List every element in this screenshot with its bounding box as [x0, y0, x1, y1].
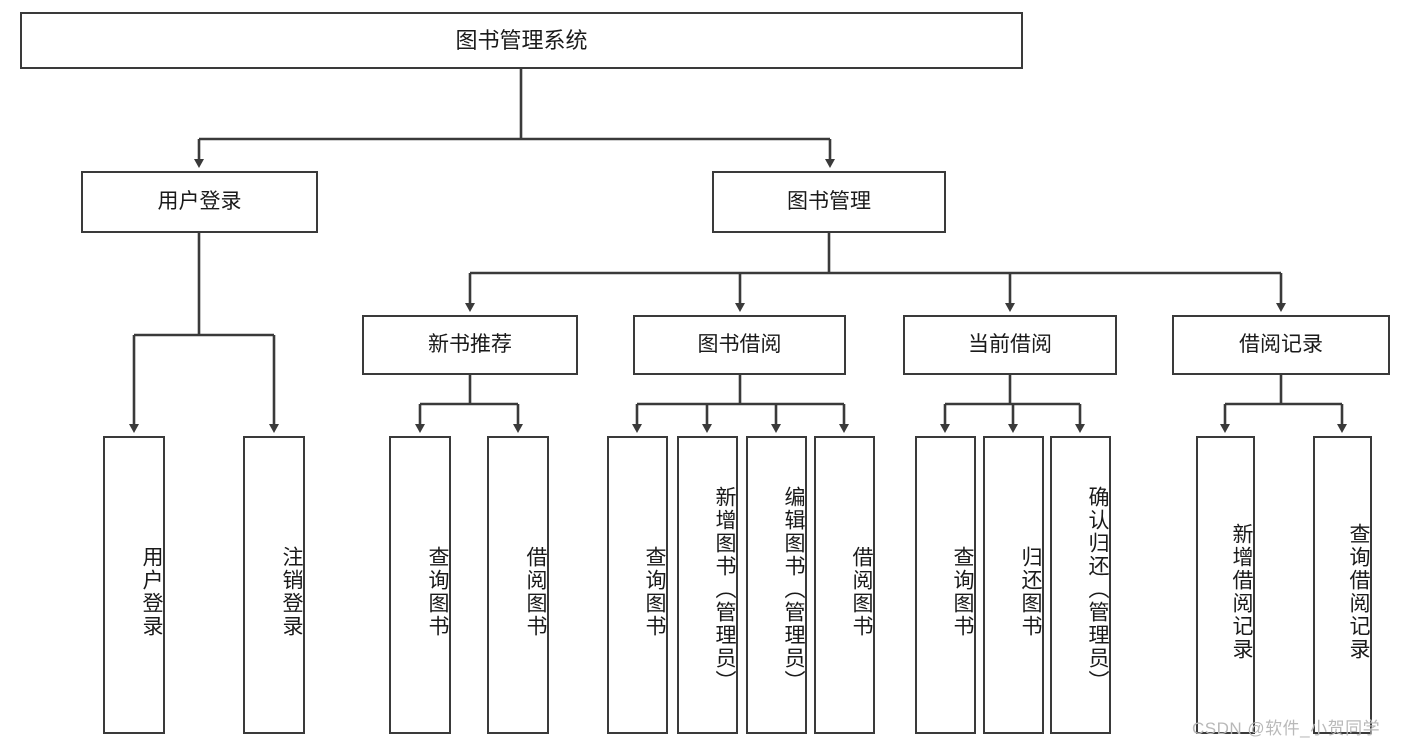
node-new-book-recommend[interactable]: 新书推荐 — [362, 315, 578, 375]
node-leaf-query-book-recommend[interactable]: 查询图书 — [389, 436, 451, 734]
node-leaf-user-login[interactable]: 用户登录 — [103, 436, 165, 734]
csdn-watermark: CSDN @软件_小贺同学 — [1192, 719, 1381, 738]
node-leaf-add-borrow-record[interactable]: 新增借阅记录 — [1196, 436, 1255, 734]
node-book-borrow[interactable]: 图书借阅 — [633, 315, 846, 375]
node-leaf-query-book-borrow[interactable]: 查询图书 — [607, 436, 668, 734]
node-leaf-add-book-admin[interactable]: 新增图书（管理员） — [677, 436, 738, 734]
node-leaf-query-book-current[interactable]: 查询图书 — [915, 436, 976, 734]
node-leaf-borrow-book-recommend[interactable]: 借阅图书 — [487, 436, 549, 734]
node-leaf-edit-book-admin[interactable]: 编辑图书（管理员） — [746, 436, 807, 734]
node-leaf-borrow-book[interactable]: 借阅图书 — [814, 436, 875, 734]
node-user-login[interactable]: 用户登录 — [81, 171, 318, 233]
node-current-borrow[interactable]: 当前借阅 — [903, 315, 1117, 375]
node-book-manage[interactable]: 图书管理 — [712, 171, 946, 233]
node-borrow-record[interactable]: 借阅记录 — [1172, 315, 1390, 375]
node-leaf-return-book[interactable]: 归还图书 — [983, 436, 1044, 734]
node-root[interactable]: 图书管理系统 — [20, 12, 1023, 69]
node-leaf-query-borrow-record[interactable]: 查询借阅记录 — [1313, 436, 1372, 734]
node-leaf-confirm-return-admin[interactable]: 确认归还（管理员） — [1050, 436, 1111, 734]
node-leaf-logout-login[interactable]: 注销登录 — [243, 436, 305, 734]
